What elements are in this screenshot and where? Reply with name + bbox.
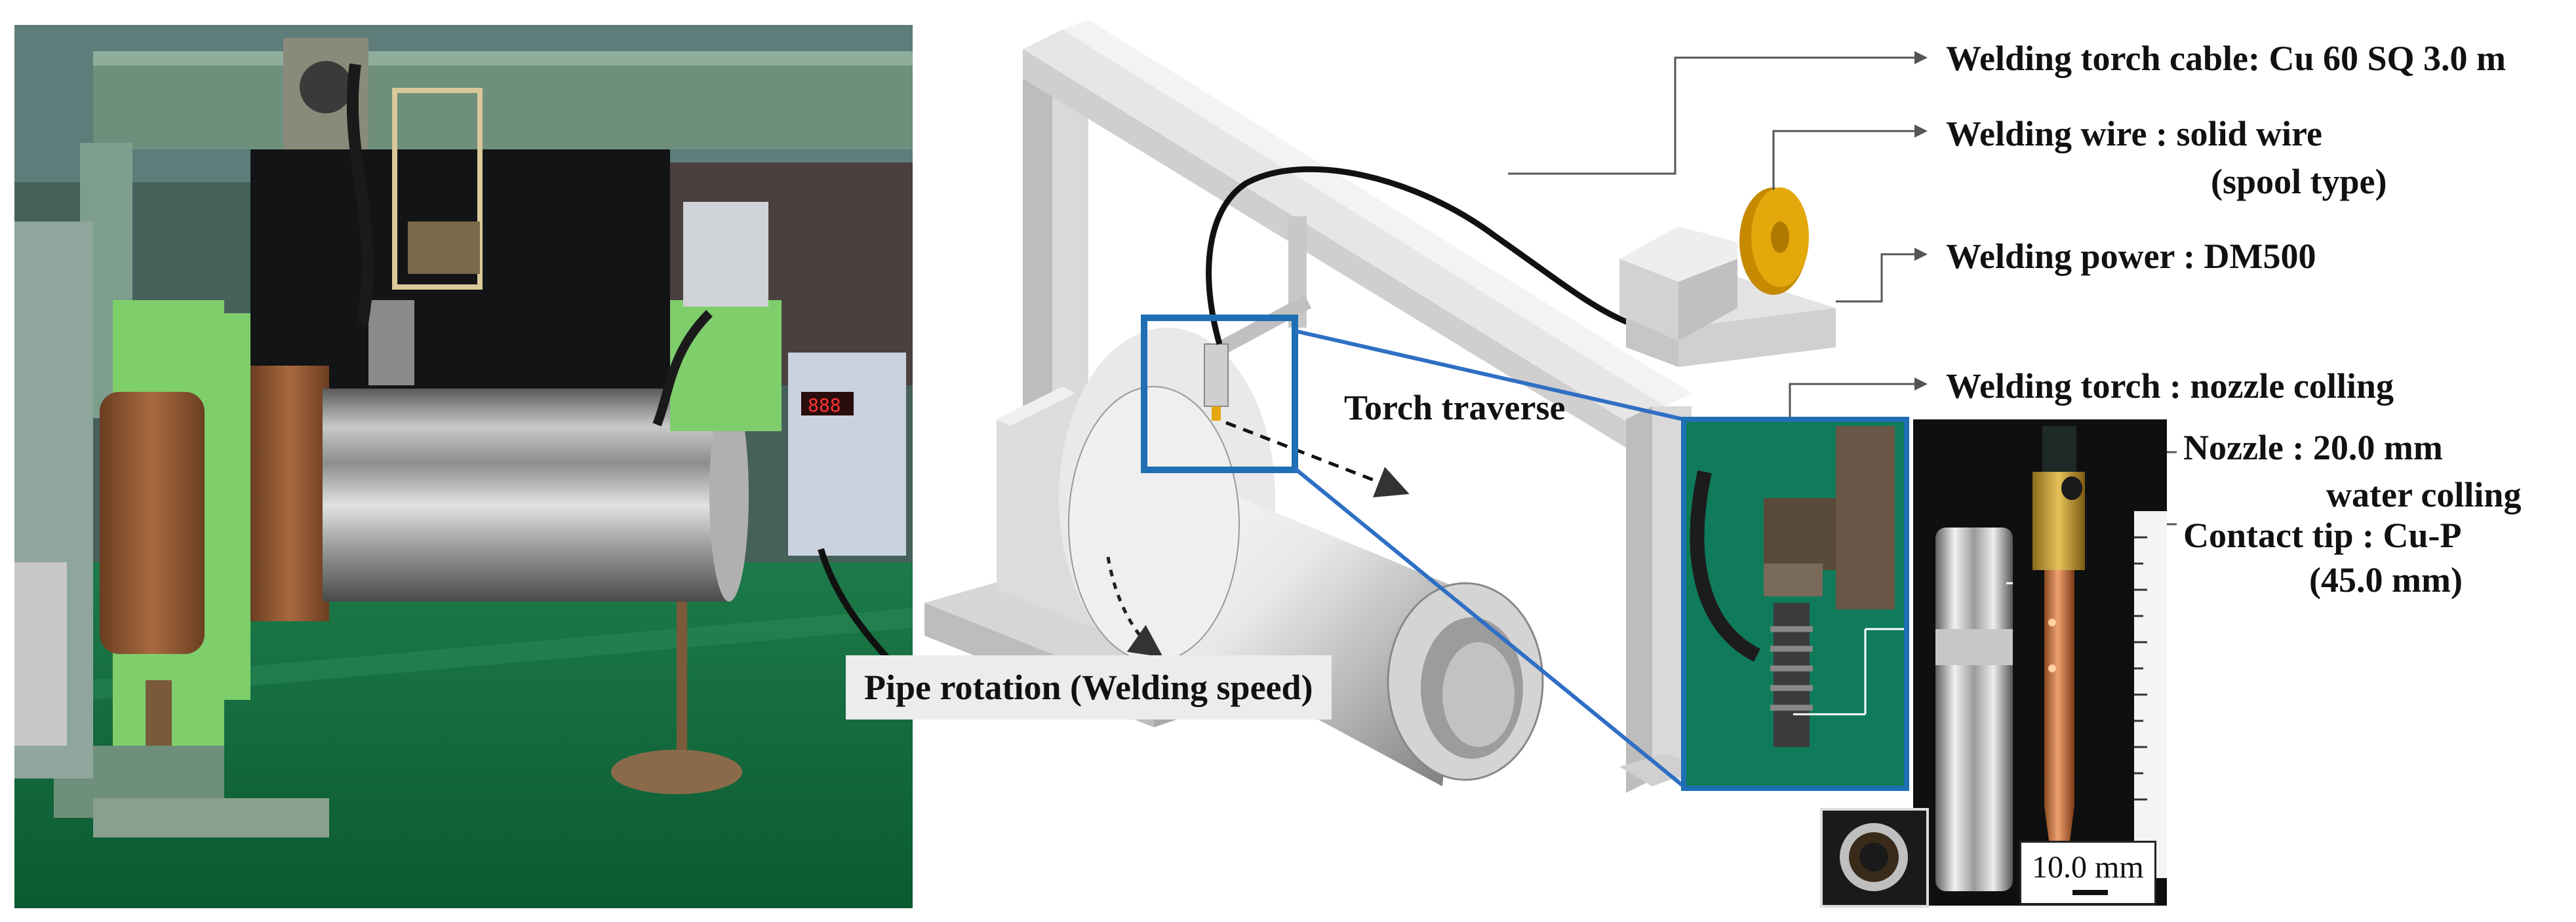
callout-nozzle-line1: Nozzle : 20.0 mm — [2183, 428, 2443, 467]
callout-contact-tip-line2: (45.0 mm) — [2309, 560, 2463, 600]
zoom-line-bottom — [1294, 467, 1685, 788]
scale-bar-label: 10.0 mm — [2032, 850, 2144, 885]
callout-welding-wire-line2: (spool type) — [2211, 162, 2387, 201]
callout-torch-cable: Welding torch cable: Cu 60 SQ 3.0 m — [1946, 39, 2507, 78]
nozzle-tip-photo — [1913, 419, 2167, 906]
workpiece-pipe — [1068, 386, 1544, 786]
callout-welding-power: Welding power : DM500 — [1946, 237, 2316, 276]
scale-bar — [2072, 890, 2108, 895]
scale-bar-box: 10.0 mm — [2019, 841, 2156, 905]
torch-closeup-photo — [1681, 417, 1909, 791]
welding-torch — [1204, 343, 1229, 421]
torch-cable — [1206, 166, 1640, 345]
zoom-region-box — [1141, 315, 1298, 473]
callout-arrowheads — [1914, 51, 1928, 391]
callout-contact-tip-line1: Contact tip : Cu-P — [2183, 516, 2462, 555]
callout-welding-wire-line1: Welding wire : solid wire — [1946, 114, 2323, 153]
welding-station-photo: 888 — [14, 25, 913, 908]
torch-traverse-label: Torch traverse — [1344, 388, 1566, 427]
pipe-rotation-label: Pipe rotation (Welding speed) — [846, 655, 1332, 720]
callout-welding-wire: Welding wire : solid wire — [1946, 116, 2322, 151]
torch-traverse-arrow — [1225, 421, 1410, 497]
wire-feeder — [1619, 187, 1836, 367]
power-source-display: 888 — [808, 394, 841, 416]
nozzle-end-inset — [1820, 808, 1929, 908]
callout-welding-torch: Welding torch : nozzle colling — [1946, 366, 2394, 406]
zoom-line-top — [1294, 329, 1684, 421]
callout-nozzle-line2: water colling — [2326, 475, 2522, 514]
